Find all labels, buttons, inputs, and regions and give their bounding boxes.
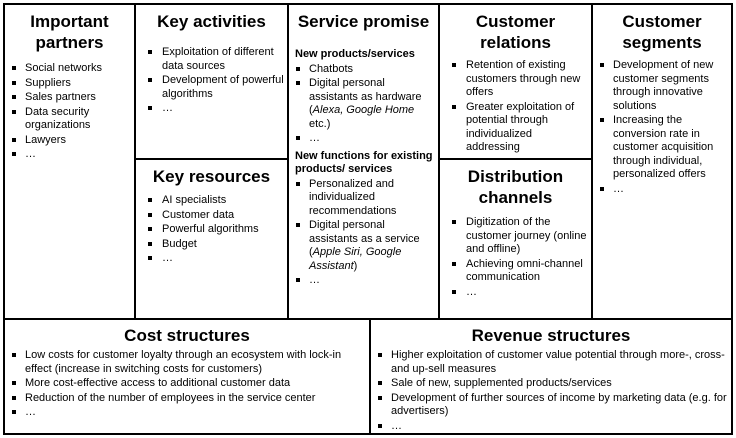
list-item: AI specialists xyxy=(136,194,287,208)
revenue-structures-list: Higher exploitation of customer value po… xyxy=(371,349,731,433)
cost-structures-list: Low costs for customer loyalty through a… xyxy=(5,349,369,420)
list-item: Data security organizations xyxy=(5,106,134,133)
list-item: Development of new customer segments thr… xyxy=(593,59,731,113)
key-activities-cell: Key activities Exploitation of different… xyxy=(134,3,289,160)
revenue-structures-cell: Revenue structures Higher exploitation o… xyxy=(369,318,733,435)
revenue-structures-title: Revenue structures xyxy=(471,326,631,345)
list-item: Retention of existing customers through … xyxy=(440,59,591,100)
distribution-channels-cell: Distribution channels Digitization of th… xyxy=(438,158,593,320)
list-item: … xyxy=(136,102,287,116)
list-item: Increasing the conversion rate in custom… xyxy=(593,114,731,182)
list-item: Sales partners xyxy=(5,91,134,105)
list-item: Reduction of the number of employees in … xyxy=(5,392,369,406)
list-item: Sale of new, supplemented products/servi… xyxy=(371,377,731,391)
list-item: Budget xyxy=(136,238,287,252)
list-item: Greater exploitation of potential throug… xyxy=(440,101,591,155)
customer-segments-title: Customer segments xyxy=(622,12,702,52)
list-item: Achieving omni-channel communication xyxy=(440,258,591,285)
customer-relations-title: Customer relations xyxy=(475,12,556,52)
important-partners-cell: Important partners Social networks Suppl… xyxy=(3,3,136,320)
key-activities-list: Exploitation of different data sources D… xyxy=(136,46,287,116)
list-item: Digital personal assistants as a service… xyxy=(289,219,438,273)
key-resources-cell: Key resources AI specialists Customer da… xyxy=(134,158,289,320)
list-item: … xyxy=(5,148,134,162)
list-item: Powerful algorithms xyxy=(136,223,287,237)
service-promise-title: Service promise xyxy=(297,12,430,31)
cost-structures-cell: Cost structures Low costs for customer l… xyxy=(3,318,371,435)
list-item: Chatbots xyxy=(289,63,438,77)
list-item: … xyxy=(593,183,731,197)
list-item: … xyxy=(289,132,438,146)
list-item: Customer data xyxy=(136,209,287,223)
list-item: … xyxy=(289,274,438,288)
list-item: Low costs for customer loyalty through a… xyxy=(5,349,369,376)
list-item: Lawyers xyxy=(5,134,134,148)
list-item: Digitization of the customer journey (on… xyxy=(440,216,591,257)
list-item: Higher exploitation of customer value po… xyxy=(371,349,731,376)
customer-relations-list: Retention of existing customers through … xyxy=(440,59,591,155)
list-item: … xyxy=(136,252,287,266)
service-promise-cell: Service promise New products/services Ch… xyxy=(287,3,440,320)
list-item: Development of further sources of income… xyxy=(371,392,731,419)
distribution-channels-title: Distribution channels xyxy=(467,167,564,207)
important-partners-title: Important partners xyxy=(30,12,109,52)
important-partners-list: Social networks Suppliers Sales partners… xyxy=(5,62,134,162)
list-item: Suppliers xyxy=(5,77,134,91)
customer-segments-cell: Customer segments Development of new cus… xyxy=(591,3,733,320)
list-item: Digital personal assistants as hardware … xyxy=(289,77,438,131)
list-item: … xyxy=(440,286,591,300)
list-item: … xyxy=(371,420,731,434)
key-activities-title: Key activities xyxy=(157,12,266,31)
list-item: Personalized and individualized recommen… xyxy=(289,178,438,219)
new-products-heading: New products/services xyxy=(295,48,415,60)
list-item: More cost-effective access to additional… xyxy=(5,377,369,391)
new-products-list: Chatbots Digital personal assistants as … xyxy=(289,63,438,146)
new-functions-list: Personalized and individualized recommen… xyxy=(289,178,438,288)
key-resources-list: AI specialists Customer data Powerful al… xyxy=(136,194,287,266)
cost-structures-title: Cost structures xyxy=(124,326,250,345)
list-item: Exploitation of different data sources xyxy=(136,46,287,73)
key-resources-title: Key resources xyxy=(152,167,271,186)
list-item: Development of powerful algorithms xyxy=(136,74,287,101)
list-item: Social networks xyxy=(5,62,134,76)
list-item: … xyxy=(5,406,369,420)
distribution-channels-list: Digitization of the customer journey (on… xyxy=(440,216,591,299)
customer-relations-cell: Customer relations Retention of existing… xyxy=(438,3,593,160)
customer-segments-list: Development of new customer segments thr… xyxy=(593,59,731,196)
new-functions-heading: New functions for existing products/ ser… xyxy=(295,149,433,176)
